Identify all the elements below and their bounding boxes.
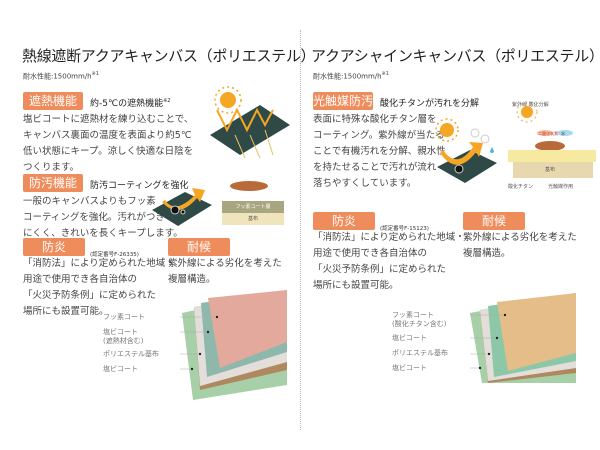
co2-label: 二酸化炭素	[538, 131, 558, 136]
left-spec: 耐水性能:1500mm/h※1	[23, 71, 99, 81]
weather-body: 紫外線による劣化を考えた 複層構造。	[168, 258, 282, 285]
fire-cert: (認定番号F-26335)	[90, 252, 139, 258]
stain-subtitle: 防汚コーティングを強化	[90, 181, 189, 191]
spec-note: ※1	[381, 71, 389, 77]
spec-text: 耐水性能:1500mm/h	[313, 72, 382, 81]
water-label: 水	[561, 131, 565, 136]
right-spec: 耐水性能:1500mm/h※1	[313, 71, 389, 81]
photocatalyst-diagram	[508, 101, 596, 178]
weather-tag: 耐候	[168, 238, 230, 256]
weather-body: 紫外線による劣化を考えた 複層構造。	[463, 232, 577, 259]
sun-icon	[435, 118, 459, 142]
uv-text: 紫外線	[512, 102, 528, 108]
stain-tag: 防汚機能	[23, 174, 83, 192]
fire-body: 「消防法」により定められた地域・ 用途で使用でき各自治体の 「火災予防条例」に定…	[23, 258, 175, 317]
weather-tag: 耐候	[463, 212, 525, 230]
sheet-icon	[210, 105, 290, 155]
layer-label-3: ポリエステル基布	[392, 349, 448, 357]
photocatalyst-body: 表面に特殊な酸化チタン層を コーティング。紫外線が当たる ことで有機汚れを分解、…	[313, 114, 446, 189]
layer-label-1: フッ素コート	[103, 313, 145, 321]
fire-cert: (認定番号F-15123)	[380, 226, 429, 232]
heat-note: ※2	[163, 98, 171, 104]
stain-illustration	[152, 188, 212, 226]
water-drop-icon	[490, 147, 494, 153]
uv-label: 紫外線 酸化分解	[512, 101, 549, 108]
layer-label-3: ポリエステル基布	[103, 350, 159, 358]
arrow-icon	[162, 188, 205, 211]
spec-text: 耐水性能:1500mm/h	[23, 72, 92, 81]
layer-label-1: フッ素コート (酸化チタン含む)	[392, 311, 447, 328]
dirt-icon	[230, 181, 268, 191]
arrow-icon	[440, 142, 483, 165]
layer-label-4: 塩ビコート	[392, 364, 427, 372]
photocatalyst-tag: 光触媒防汚	[313, 92, 374, 110]
left-title: 熱線遮断アクアキャンバス（ポリエステル）	[22, 47, 316, 65]
photocatalysis-label: 光触媒作用	[548, 184, 574, 190]
layer-label-2: 塩ビコート (遮熱材含む)	[103, 328, 144, 345]
titanium-label: 酸化チタン	[508, 184, 534, 190]
stain-body: 一般のキャンバスよりもフッ素 コーティングを強化。汚れがつき にくく、きれいを長…	[23, 196, 183, 239]
sun-icon	[214, 86, 242, 114]
photocatalyst-subtitle: 酸化チタンが汚れを分解	[380, 99, 480, 109]
photocatalyst-illustration	[435, 118, 497, 183]
fire-tag: 防炎	[313, 212, 375, 230]
coat-layer: フッ素コート層	[222, 201, 284, 213]
left-layer-diagram	[180, 290, 287, 400]
sun-icon	[516, 101, 538, 123]
base-label: 基布	[545, 167, 556, 173]
heat-subtitle-text: 約-5℃の遮熱機能	[90, 99, 164, 109]
reflect-arrows-icon	[216, 107, 274, 133]
decompose-text: 酸化分解	[528, 102, 549, 108]
right-title: アクアシャインキャンバス（ポリエステル）	[311, 47, 600, 65]
heat-tag: 遮熱機能	[23, 92, 83, 110]
heat-illustration	[210, 86, 290, 159]
layer-label-4: 塩ビコート	[103, 365, 138, 373]
heat-body: 塩ビコートに遮熱材を練り込むことで、 キャンバス裏面の温度を表面より約5℃ 低い…	[23, 114, 194, 173]
heat-subtitle: 約-5℃の遮熱機能※2	[90, 96, 170, 109]
layer-label-2: 塩ビコート	[392, 334, 427, 342]
base-layer: 基布	[222, 213, 284, 225]
fire-body: 「消防法」により定められた地域・ 用途で使用でき各自治体の 「火災予防条例」に定…	[313, 232, 465, 291]
fire-tag: 防炎	[23, 238, 85, 256]
spec-note: ※1	[91, 71, 99, 77]
column-divider	[300, 30, 301, 430]
right-layer-diagram	[470, 293, 576, 383]
